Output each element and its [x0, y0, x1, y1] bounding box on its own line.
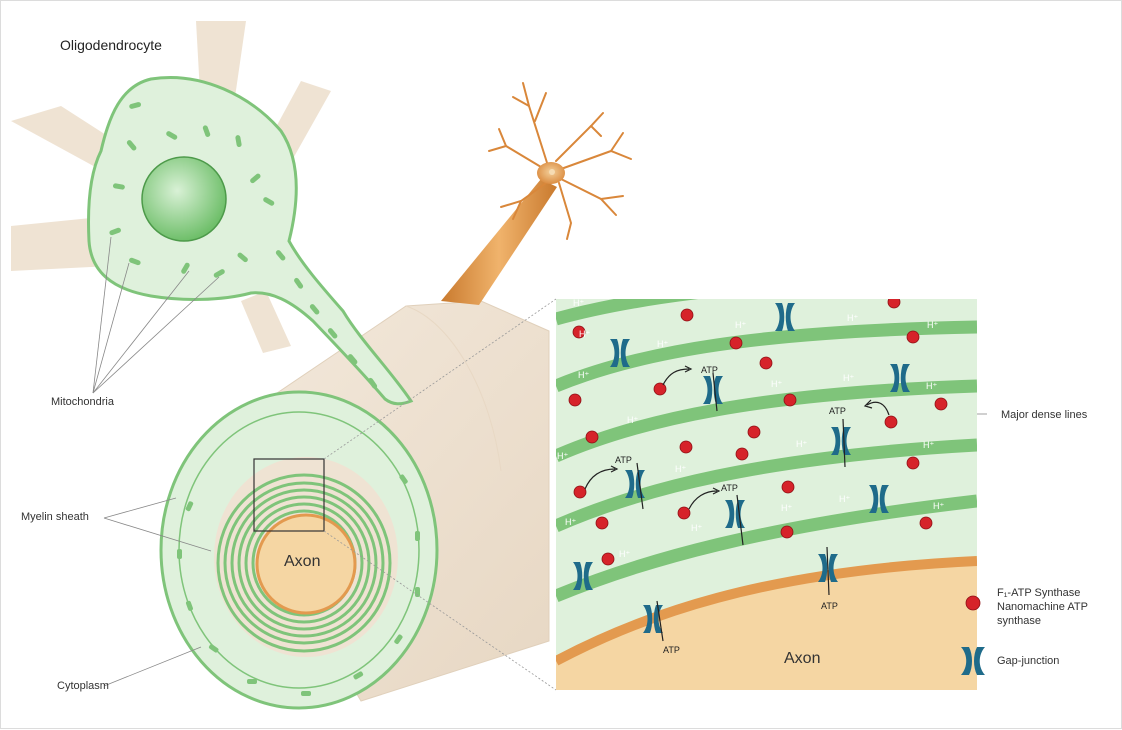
legend-atp-synthase-line1: F₁-ATP Synthase — [997, 587, 1080, 599]
proton-label: H⁺ — [691, 523, 702, 533]
zoom-inset: H⁺ H⁺ H⁺ H⁺ H⁺ H⁺ H⁺ H⁺ H⁺ H⁺ H⁺ H⁺ H⁺ H… — [556, 286, 977, 701]
major-dense-lines-label: Major dense lines — [1001, 409, 1087, 421]
atp-label: ATP — [663, 645, 680, 655]
myelin-sheath-label: Myelin sheath — [21, 511, 89, 523]
proton-label: H⁺ — [619, 549, 630, 559]
atp-label: ATP — [721, 483, 738, 493]
proton-label: H⁺ — [565, 517, 576, 527]
oligodendrocyte-cell-body — [89, 78, 412, 404]
proton-label: H⁺ — [579, 329, 590, 339]
proton-label: H⁺ — [771, 379, 782, 389]
cytoplasm-label: Cytoplasm — [57, 680, 109, 692]
axon-cross-section-label: Axon — [284, 553, 320, 571]
proton-label: H⁺ — [923, 440, 934, 450]
proton-label: H⁺ — [557, 451, 568, 461]
proton-label: H⁺ — [781, 503, 792, 513]
legend-atp-synthase-line3: synthase — [997, 615, 1041, 627]
atp-synthase-legend-icon — [966, 596, 980, 610]
mitochondria-label: Mitochondria — [51, 396, 114, 408]
neuron — [441, 83, 631, 305]
proton-label: H⁺ — [796, 439, 807, 449]
proton-label: H⁺ — [675, 464, 686, 474]
proton-label: H⁺ — [927, 320, 938, 330]
proton-label: H⁺ — [578, 370, 589, 380]
neuron-dendrites — [489, 83, 631, 239]
proton-label: H⁺ — [847, 313, 858, 323]
proton-label: H⁺ — [843, 373, 854, 383]
proton-label: H⁺ — [573, 298, 584, 308]
axon-zoom-label: Axon — [784, 650, 820, 668]
myelin-cross-section — [161, 392, 437, 708]
proton-label: H⁺ — [627, 415, 638, 425]
atp-label: ATP — [829, 406, 846, 416]
proton-label: H⁺ — [839, 494, 850, 504]
atp-label: ATP — [821, 601, 838, 611]
oligodendrocyte-label: Oligodendrocyte — [60, 37, 162, 53]
atp-label: ATP — [615, 455, 632, 465]
atp-label: ATP — [701, 365, 718, 375]
legend-atp-synthase-line2: Nanomachine ATP — [997, 601, 1088, 613]
proton-label: H⁺ — [933, 501, 944, 511]
proton-label: H⁺ — [735, 320, 746, 330]
legend-gap-junction: Gap-junction — [997, 655, 1059, 667]
proton-label: H⁺ — [926, 381, 937, 391]
proton-label: H⁺ — [657, 339, 668, 349]
